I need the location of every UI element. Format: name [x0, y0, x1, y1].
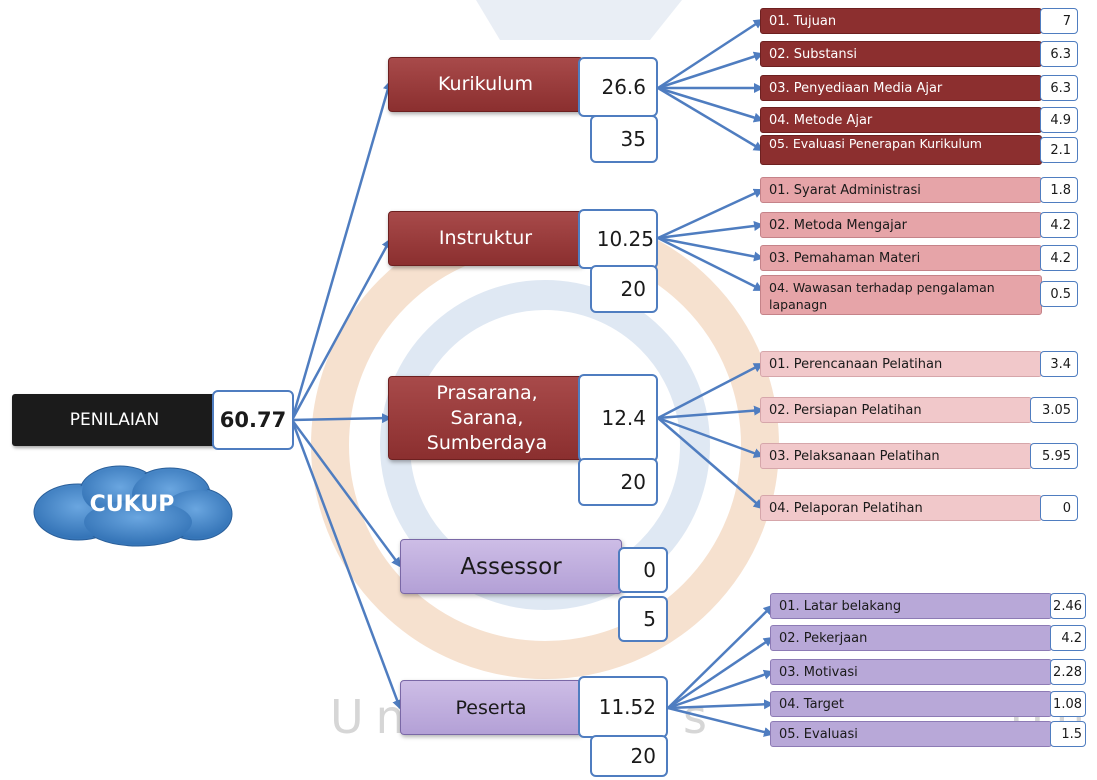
root-label: PENILAIAN — [12, 394, 217, 446]
instruktur-item: 03. Pemahaman Materi 4.2 — [760, 245, 1078, 271]
category-assessor-max: 5 — [618, 596, 668, 642]
arrow-root-kurikulum — [290, 80, 393, 421]
kurikulum-item: 05. Evaluasi Penerapan Kurikulum 2.1 — [760, 135, 1078, 165]
root-score: 60.77 — [212, 390, 294, 450]
category-assessor: Assessor — [400, 539, 622, 594]
kurikulum-item: 02. Substansi 6.3 — [760, 41, 1078, 67]
kurikulum-item: 04. Metode Ajar 4.9 — [760, 107, 1078, 133]
category-prasarana-score: 12.4 — [578, 374, 658, 462]
category-instruktur: Instruktur — [388, 211, 583, 266]
peserta-item: 03. Motivasi 2.28 — [770, 659, 1086, 685]
kurikulum-item: 01. Tujuan 7 — [760, 8, 1078, 34]
peserta-item: 05. Evaluasi 1.5 — [770, 721, 1086, 747]
category-prasarana-max: 20 — [578, 458, 658, 506]
arrow-root-assessor — [290, 419, 402, 568]
status-label: CUKUP — [89, 492, 175, 517]
category-assessor-score: 0 — [618, 547, 668, 593]
peserta-item: 01. Latar belakang 2.46 — [770, 593, 1086, 619]
arrow-root-peserta — [290, 419, 402, 710]
prasarana-item: 02. Persiapan Pelatihan 3.05 — [760, 397, 1078, 423]
cloud-icon — [33, 465, 233, 547]
prasarana-item: 03. Pelaksanaan Pelatihan 5.95 — [760, 443, 1078, 469]
prasarana-item: 04. Pelaporan Pelatihan 0 — [760, 495, 1078, 521]
category-kurikulum-max: 35 — [590, 115, 658, 163]
category-kurikulum-score: 26.6 — [578, 57, 658, 117]
peserta-item: 04. Target 1.08 — [770, 691, 1086, 717]
category-peserta-max: 20 — [590, 735, 668, 777]
category-instruktur-max: 20 — [590, 265, 658, 313]
arrow-root-prasarana — [291, 413, 392, 424]
status-cloud: CUKUP — [28, 462, 236, 548]
instruktur-item: 01. Syarat Administrasi 1.8 — [760, 177, 1078, 203]
peserta-item: 02. Pekerjaan 4.2 — [770, 625, 1086, 651]
kurikulum-item: 03. Penyediaan Media Ajar 6.3 — [760, 75, 1078, 101]
category-peserta: Peserta — [400, 680, 582, 735]
instruktur-item: 04. Wawasan terhadap pengalaman lapanagn… — [760, 275, 1078, 315]
category-prasarana: Prasarana, Sarana, Sumberdaya — [388, 376, 586, 460]
category-peserta-score: 11.52 — [578, 676, 668, 738]
category-instruktur-score: 10.25 — [578, 209, 658, 269]
instruktur-item: 02. Metoda Mengajar 4.2 — [760, 212, 1078, 238]
prasarana-item: 01. Perencanaan Pelatihan 3.4 — [760, 351, 1078, 377]
arrow-root-instruktur — [290, 238, 392, 421]
category-kurikulum: Kurikulum — [388, 57, 583, 112]
